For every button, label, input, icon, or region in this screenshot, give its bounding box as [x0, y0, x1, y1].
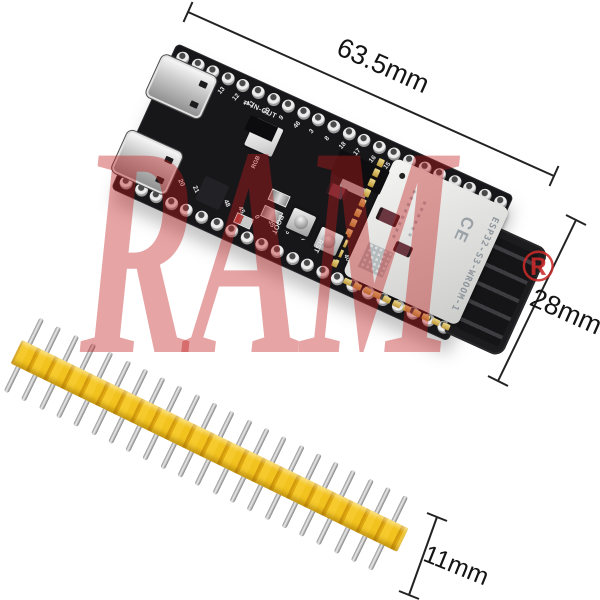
module-fine-print	[408, 199, 428, 237]
pin-hole	[162, 194, 181, 213]
pin-hole	[268, 242, 286, 261]
usb-solder-tab	[198, 80, 209, 89]
usb-solder-tab	[164, 155, 174, 165]
pin-hole	[283, 249, 302, 268]
pin-hole	[314, 263, 332, 281]
pin-hole	[238, 229, 256, 247]
ce-mark: CE	[449, 213, 479, 247]
pin-hole	[223, 222, 241, 240]
usb-solder-tab	[189, 100, 199, 109]
pin-hole	[193, 208, 211, 226]
pin1-dot	[398, 171, 407, 180]
pin-hole	[208, 215, 226, 233]
pin-hole	[177, 201, 196, 220]
qr-code	[357, 242, 394, 278]
usb-solder-tab	[154, 175, 165, 185]
